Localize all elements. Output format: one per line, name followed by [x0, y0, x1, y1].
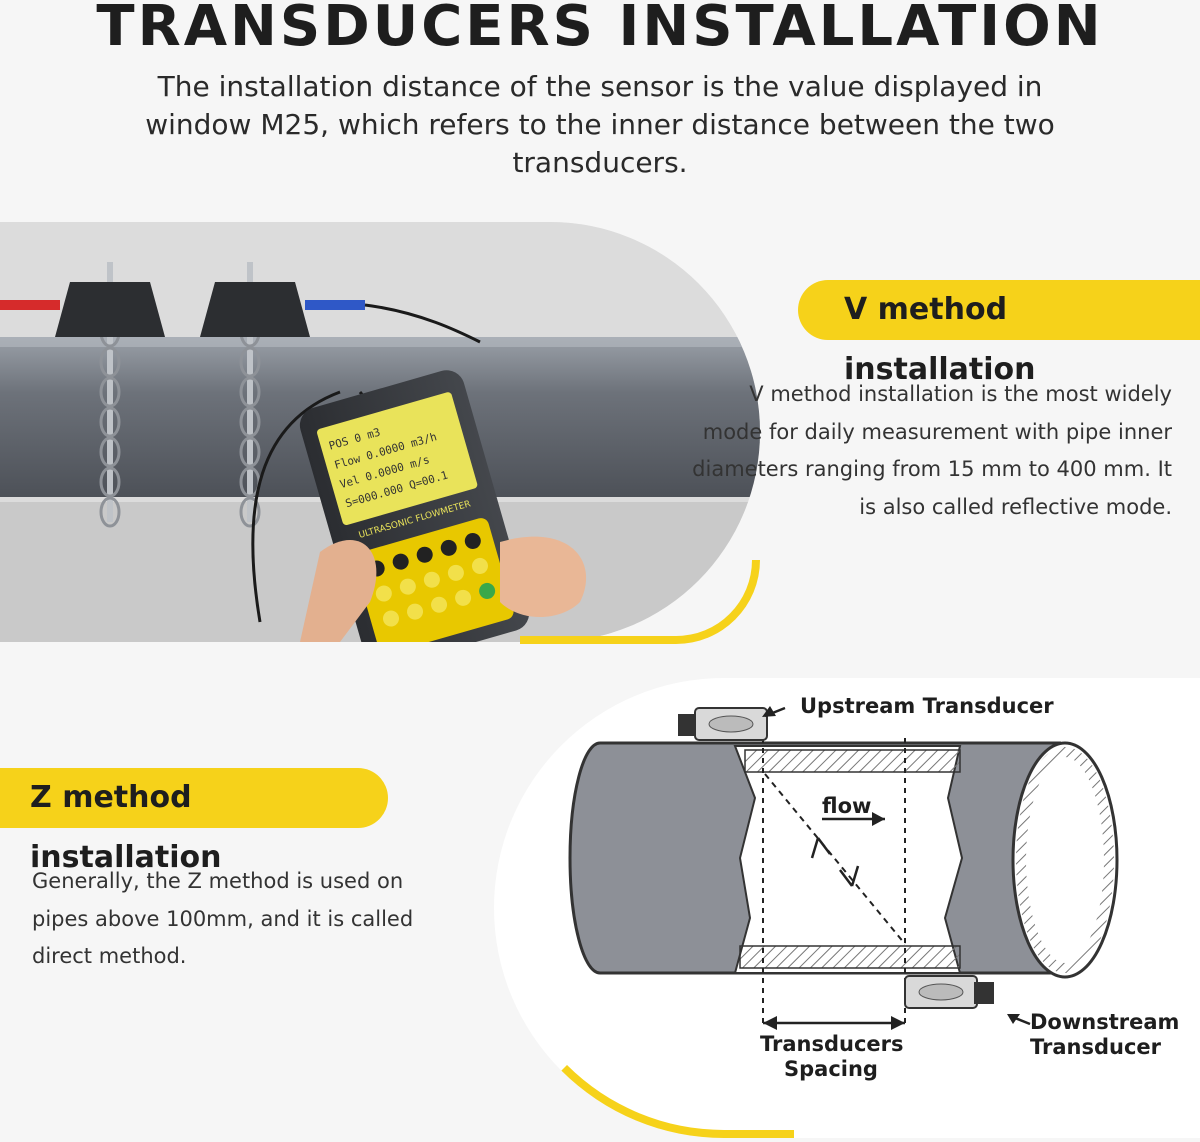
transducer-spacing-label-line2: Spacing: [784, 1057, 878, 1081]
installation-photo: POS 0 m3 Flow 0.0000 m3/h Vel 0.0000 m/s…: [0, 222, 760, 642]
downstream-transducer-label-line1: Downstream: [1030, 1010, 1180, 1034]
z-method-title: Z method installation: [0, 768, 388, 875]
page-subtitle: The installation distance of the sensor …: [145, 70, 1055, 179]
z-method-diagram: [568, 706, 1119, 1030]
upstream-transducer-label: Upstream Transducer: [800, 694, 1054, 718]
v-method-title: V method installation: [798, 280, 1200, 387]
page-title: TRANSDUCERS INSTALLATION: [96, 0, 1104, 59]
z-method-description: Generally, the Z method is used on pipes…: [32, 869, 414, 968]
transducer-spacing-label-line1: Transducers: [760, 1032, 904, 1056]
installation-photo-illustration: POS 0 m3 Flow 0.0000 m3/h Vel 0.0000 m/s…: [0, 222, 760, 642]
v-method-description: V method installation is the most widely…: [692, 382, 1172, 519]
flow-label: flow: [822, 794, 872, 818]
downstream-transducer-label-line2: Transducer: [1030, 1035, 1162, 1059]
